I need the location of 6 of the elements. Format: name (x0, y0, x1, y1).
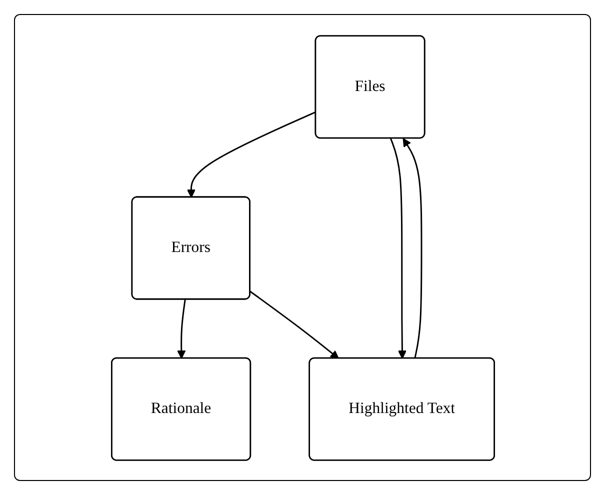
arrow (176, 298, 186, 358)
arrow (402, 138, 422, 358)
arrow (249, 290, 338, 358)
arrow (390, 138, 406, 358)
outer-frame: Files Errors Rationale Highlighted Text (14, 14, 591, 481)
arrow (186, 110, 316, 198)
